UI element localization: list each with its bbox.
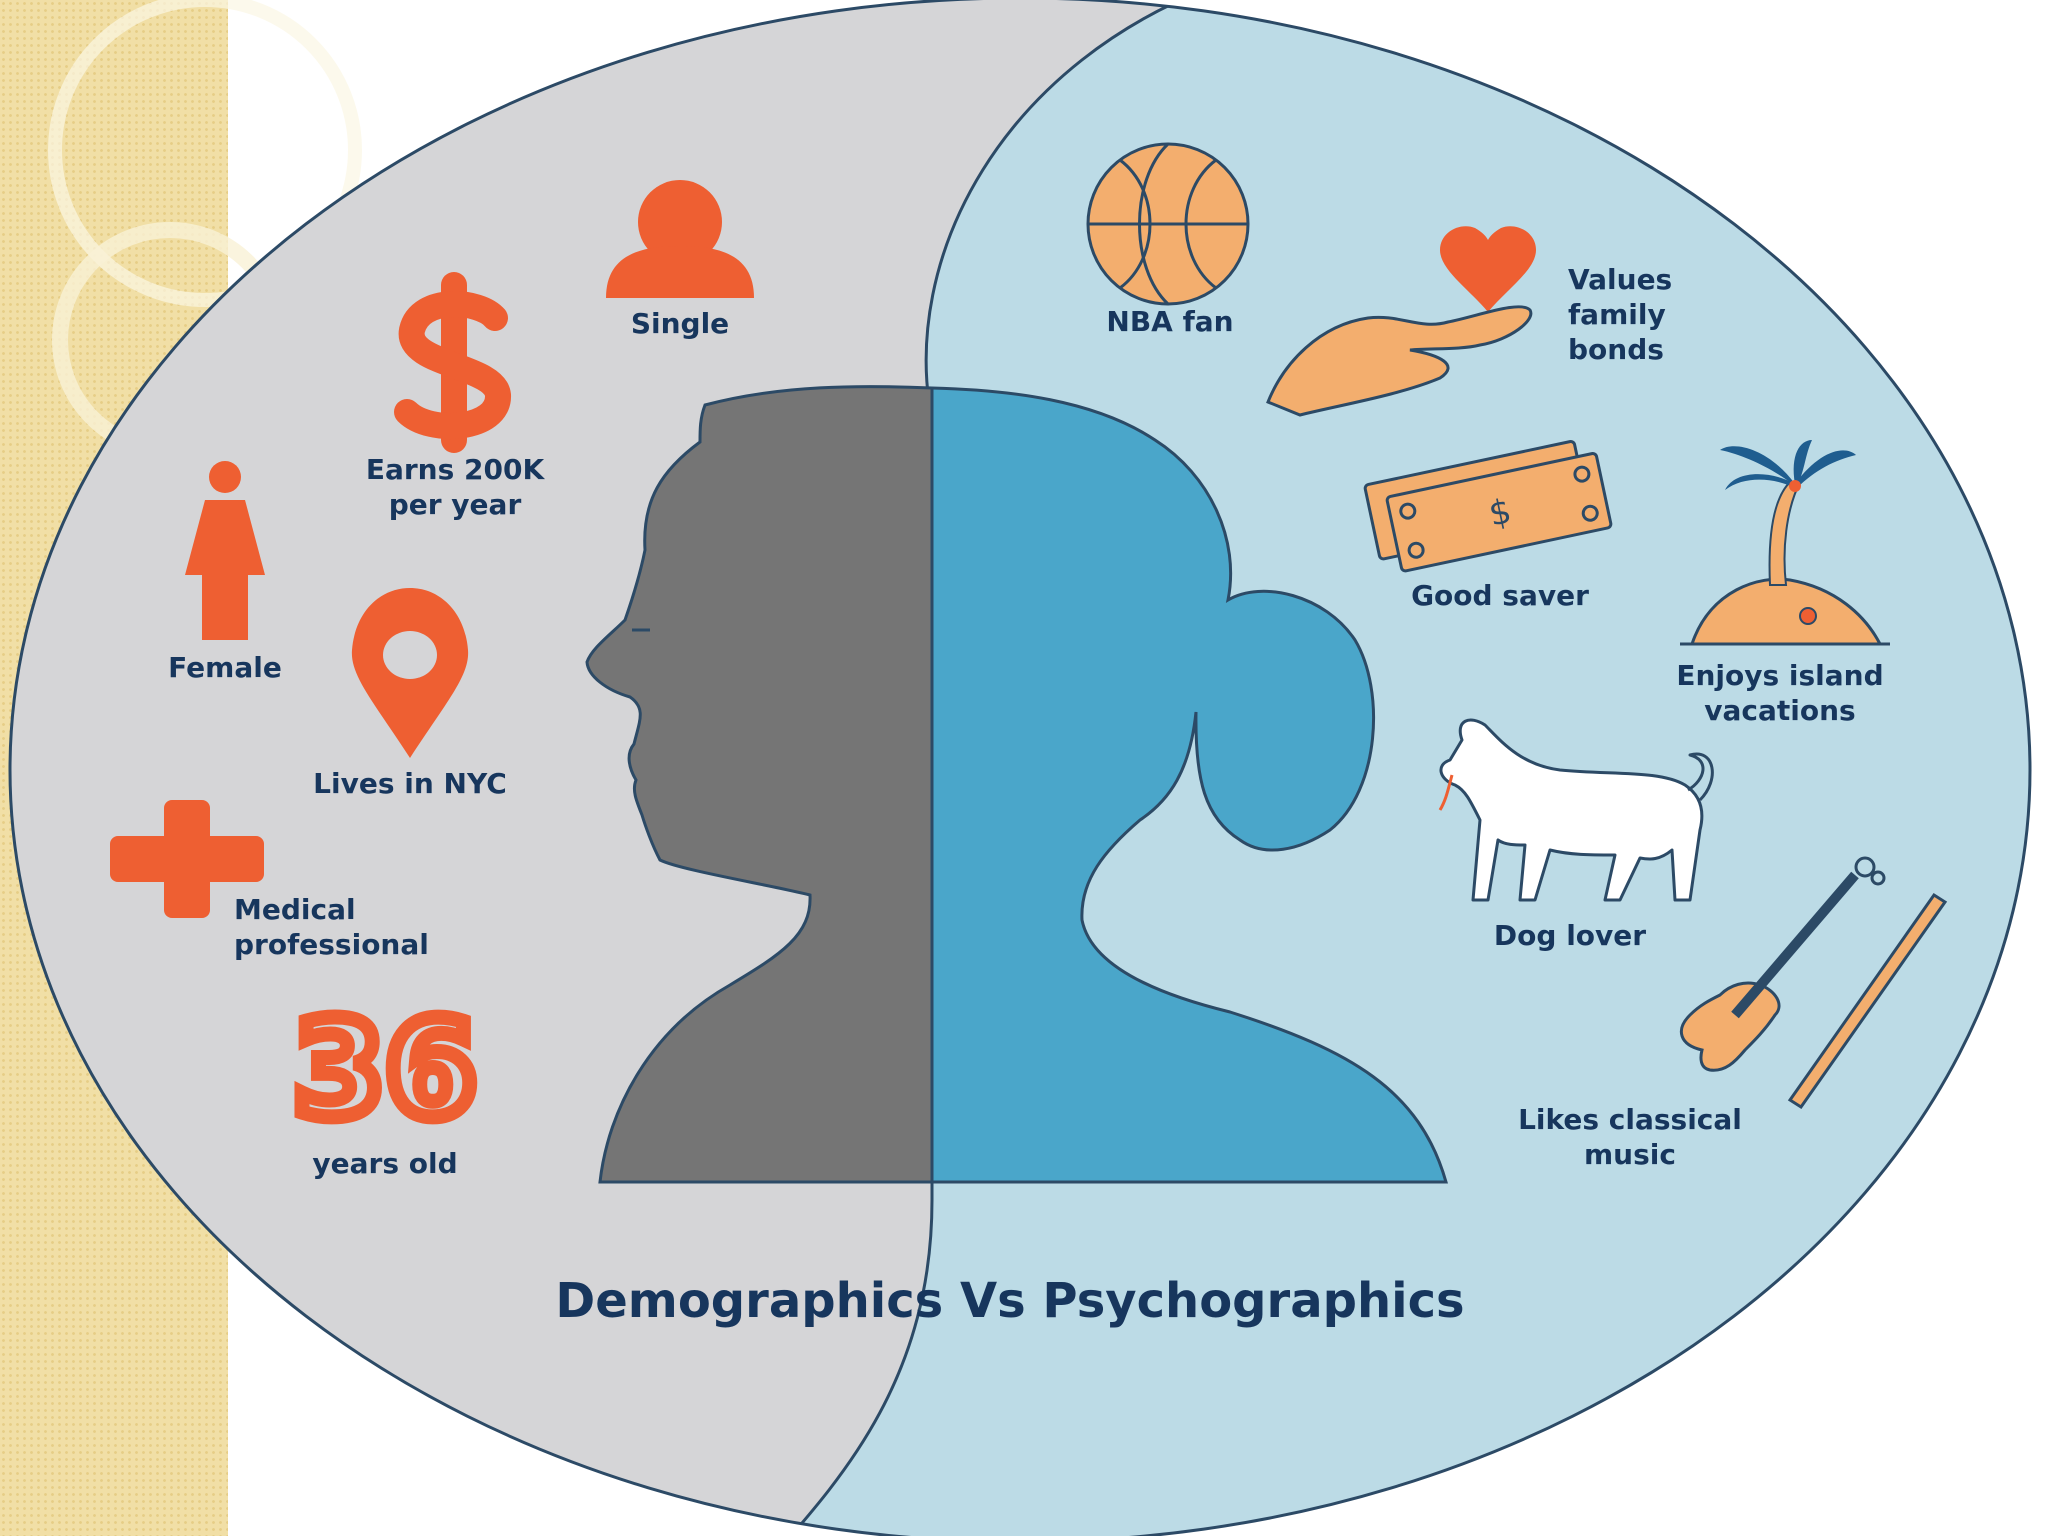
medical-label-line-1: Medical <box>234 893 356 926</box>
medical-cross-icon <box>110 800 264 918</box>
female-label: Female <box>168 651 282 684</box>
values-label-line-2: family <box>1568 298 1666 331</box>
values-label-line-3: bonds <box>1568 333 1664 366</box>
dog-icon <box>1438 718 1714 902</box>
dollar-icon <box>394 272 511 453</box>
age-label: years old <box>312 1147 458 1180</box>
head-silhouette <box>585 385 1448 1184</box>
music-label-line-2: music <box>1584 1138 1676 1171</box>
palm-island-icon <box>1680 440 1890 646</box>
saver-label: Good saver <box>1411 579 1589 612</box>
island-label-line-1: Enjoys island <box>1676 659 1884 692</box>
nba-label: NBA fan <box>1106 305 1234 338</box>
heart-in-hand-icon <box>1266 226 1536 417</box>
diagram-title: Demographics Vs Psychographics <box>555 1273 1465 1329</box>
age-number: 36 <box>286 993 485 1148</box>
earns-label-line-2: per year <box>388 488 522 521</box>
dog-label: Dog lover <box>1493 919 1647 952</box>
oval-outline <box>8 0 2032 1536</box>
lives-label: Lives in NYC <box>313 767 507 800</box>
music-label-line-1: Likes classical <box>1518 1103 1742 1136</box>
violin-icon <box>1679 856 1948 1110</box>
money-bills-icon: $ <box>1363 440 1613 573</box>
person-icon <box>606 180 754 298</box>
medical-label-line-2: professional <box>234 928 429 961</box>
earns-label-line-1: Earns 200K <box>365 453 545 486</box>
location-pin-icon <box>351 588 469 758</box>
values-label-line-1: Values <box>1568 263 1673 296</box>
basketball-icon <box>1086 142 1250 306</box>
island-label-line-2: vacations <box>1704 694 1856 727</box>
female-icon <box>185 461 265 640</box>
single-label: Single <box>630 307 730 340</box>
